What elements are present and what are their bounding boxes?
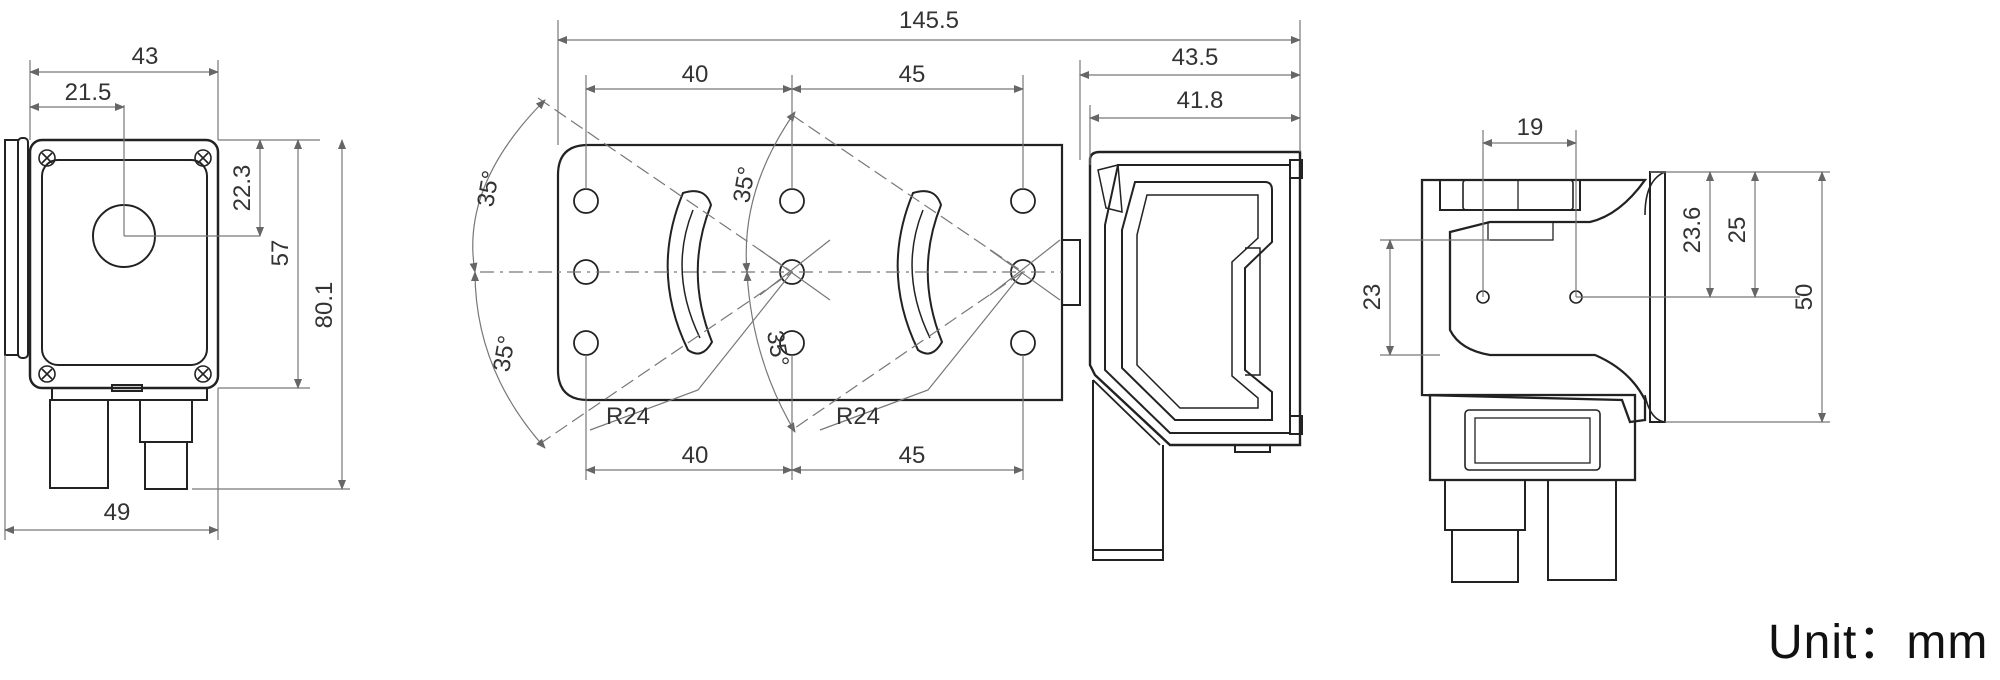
dim-front-height-total: 80.1	[311, 282, 338, 329]
dim-side-plate-height: 50	[1791, 284, 1818, 311]
dim-front-hole-offset: 22.3	[229, 165, 256, 212]
dim-overall-length: 145.5	[899, 7, 959, 34]
dim-slot-spacing-left-top: 40	[682, 61, 709, 88]
bracket-dimensions	[469, 20, 1301, 480]
arc-slot-left	[666, 190, 714, 355]
dim-side-upper-offset: 23.6	[1679, 207, 1706, 254]
bracket-view	[556, 143, 1303, 561]
dim-angle-lower-mid: 35°	[761, 328, 794, 368]
unit-label: Unit：mm	[1768, 616, 1989, 669]
dim-front-width-top: 43	[132, 43, 159, 70]
dim-depth-outer: 43.5	[1172, 44, 1219, 71]
dim-radius-right: R24	[836, 403, 880, 430]
dim-side-upper-height: 25	[1724, 217, 1751, 244]
dim-radius-left: R24	[606, 403, 650, 430]
dim-angle-upper-left: 35°	[472, 168, 505, 208]
front-dimensions	[4, 60, 350, 540]
dim-slot-spacing-right-bottom: 45	[899, 442, 926, 469]
dim-depth-inner: 41.8	[1177, 87, 1224, 114]
dim-side-hole-height: 23	[1359, 284, 1386, 311]
screw-icon	[38, 149, 212, 383]
dim-angle-upper-mid: 35°	[728, 164, 761, 204]
dim-front-height-inner: 57	[267, 240, 294, 267]
dim-front-width-bottom: 49	[104, 499, 131, 526]
arc-slot-right	[896, 190, 944, 355]
front-view	[4, 137, 220, 490]
dim-side-hole-spacing: 19	[1517, 114, 1544, 141]
dim-slot-spacing-right-top: 45	[899, 61, 926, 88]
dim-angle-lower-left: 35°	[488, 333, 521, 373]
side-view	[1420, 171, 1666, 583]
dim-slot-spacing-left-bottom: 40	[682, 442, 709, 469]
side-dimensions	[1380, 130, 1830, 423]
dim-front-center-offset: 21.5	[65, 79, 112, 106]
